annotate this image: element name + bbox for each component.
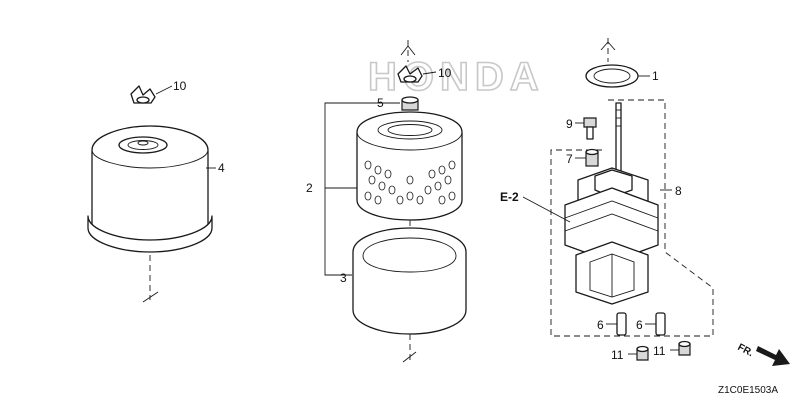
pin-6-left (616, 312, 627, 336)
bolt-9 (583, 117, 597, 140)
drawing-code: Z1C0E1503A (718, 385, 778, 396)
wing-nut-left (130, 85, 156, 104)
front-direction-arrow: FR. (736, 342, 790, 366)
wing-nut-center (397, 40, 423, 83)
callout-6-right: 6 (636, 318, 643, 332)
callout-6-left: 6 (597, 318, 604, 332)
callout-10-left: 10 (173, 79, 187, 93)
air-cleaner-cover (87, 125, 213, 303)
collar-7 (585, 148, 599, 167)
air-filter-element (356, 111, 463, 221)
callout-9: 9 (566, 117, 573, 131)
callout-11-left: 11 (611, 348, 624, 362)
callout-10-center: 10 (438, 66, 452, 80)
callout-4: 4 (218, 161, 225, 175)
stud-bolt (615, 102, 622, 179)
air-cleaner-elbow (564, 167, 659, 305)
callout-8: 8 (675, 184, 682, 198)
honda-watermark: HONDA (368, 55, 545, 99)
nut-11-right (678, 340, 691, 356)
foam-sponge (352, 227, 467, 335)
pin-6-right (655, 312, 666, 336)
callout-e2: E-2 (500, 190, 519, 204)
callout-7: 7 (566, 152, 573, 166)
gasket (585, 38, 639, 88)
direction-label: FR. (736, 342, 756, 359)
callout-11-right: 11 (653, 344, 666, 358)
callout-2: 2 (306, 181, 313, 195)
callout-3: 3 (340, 271, 347, 285)
nut-11-left (636, 345, 649, 361)
callout-1: 1 (652, 69, 659, 83)
nut-5 (401, 96, 419, 111)
